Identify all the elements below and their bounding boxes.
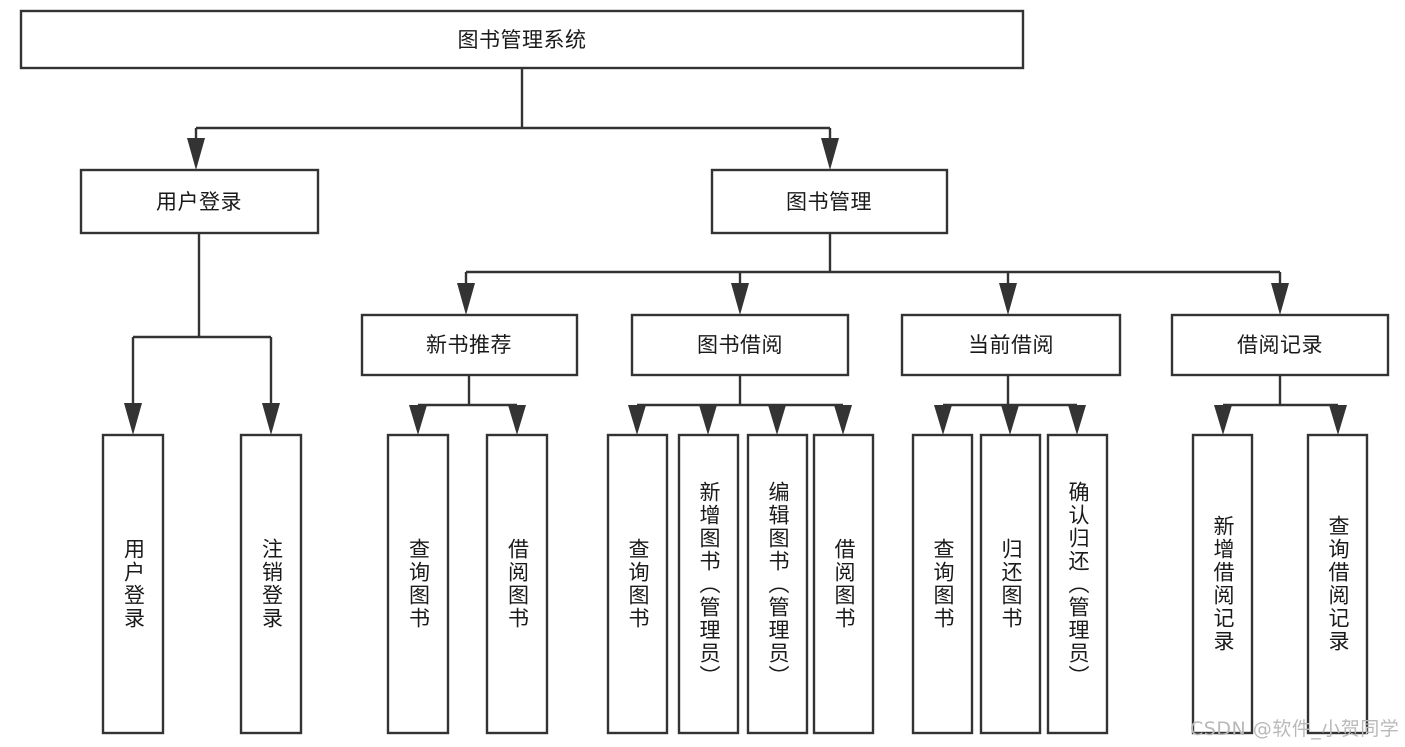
node-box-root[interactable] xyxy=(19,9,1025,70)
connector-group-book-borrow xyxy=(628,375,852,435)
arrow-head-leaf-add-book xyxy=(699,405,717,435)
arrow-head-book-manage xyxy=(821,138,839,170)
label-current-borrow: 当前借阅 xyxy=(968,333,1054,357)
node-box-leaf-query-book-3[interactable] xyxy=(911,433,974,735)
node-box-leaf-add-record[interactable] xyxy=(1191,433,1254,735)
arrow-head-leaf-query-book-3 xyxy=(934,405,952,435)
arrow-head-leaf-borrow-book-1 xyxy=(508,405,526,435)
arrow-head-user-login xyxy=(187,138,205,170)
connector-group-borrow-record xyxy=(1214,375,1347,435)
connector-group-new-book-rec xyxy=(409,375,526,435)
node-box-book-manage[interactable] xyxy=(710,168,949,235)
arrow-head-leaf-query-record xyxy=(1329,405,1347,435)
node-box-leaf-user-login[interactable] xyxy=(101,433,165,735)
node-box-current-borrow[interactable] xyxy=(900,313,1122,377)
label-user-login: 用户登录 xyxy=(156,190,242,214)
label-borrow-record: 借阅记录 xyxy=(1237,333,1323,357)
arrow-head-leaf-add-record xyxy=(1214,405,1232,435)
connector-group-book-manage xyxy=(457,233,1289,315)
node-box-leaf-user-logout[interactable] xyxy=(239,433,303,735)
node-box-leaf-borrow-book-1[interactable] xyxy=(485,433,549,735)
arrow-head-book-borrow xyxy=(731,283,749,315)
arrow-head-leaf-user-login xyxy=(124,403,142,435)
connector-group-root xyxy=(187,68,839,170)
node-box-leaf-query-record[interactable] xyxy=(1306,433,1369,735)
node-box-leaf-edit-book[interactable] xyxy=(746,433,809,735)
connector-group-current-borrow xyxy=(934,375,1086,435)
node-box-new-book-rec[interactable] xyxy=(360,313,579,377)
arrow-head-borrow-record xyxy=(1271,283,1289,315)
node-box-borrow-record[interactable] xyxy=(1170,313,1390,377)
arrow-head-leaf-edit-book xyxy=(768,405,786,435)
label-root: 图书管理系统 xyxy=(458,28,587,52)
arrow-head-current-borrow xyxy=(999,283,1017,315)
arrow-head-leaf-user-logout xyxy=(262,403,280,435)
arrow-head-leaf-query-book-1 xyxy=(409,405,427,435)
connector-group-user-login xyxy=(124,233,280,435)
label-book-manage: 图书管理 xyxy=(786,190,872,214)
node-box-leaf-query-book-1[interactable] xyxy=(386,433,450,735)
label-new-book-rec: 新书推荐 xyxy=(426,333,512,357)
arrow-head-leaf-confirm-return xyxy=(1068,405,1086,435)
node-box-user-login[interactable] xyxy=(79,168,320,235)
node-box-book-borrow[interactable] xyxy=(630,313,850,377)
node-box-leaf-borrow-book-2[interactable] xyxy=(812,433,875,735)
csdn-watermark: CSDN @软件_小贺同学 xyxy=(1190,718,1400,740)
node-box-leaf-confirm-return[interactable] xyxy=(1046,433,1109,735)
arrow-head-new-book-rec xyxy=(457,283,475,315)
arrow-head-leaf-borrow-book-2 xyxy=(834,405,852,435)
node-box-leaf-query-book-2[interactable] xyxy=(606,433,669,735)
label-book-borrow: 图书借阅 xyxy=(697,333,783,357)
arrow-head-leaf-query-book-2 xyxy=(628,405,646,435)
arrow-head-leaf-return-book xyxy=(1001,405,1019,435)
node-box-leaf-add-book[interactable] xyxy=(677,433,740,735)
node-box-leaf-return-book[interactable] xyxy=(979,433,1042,735)
